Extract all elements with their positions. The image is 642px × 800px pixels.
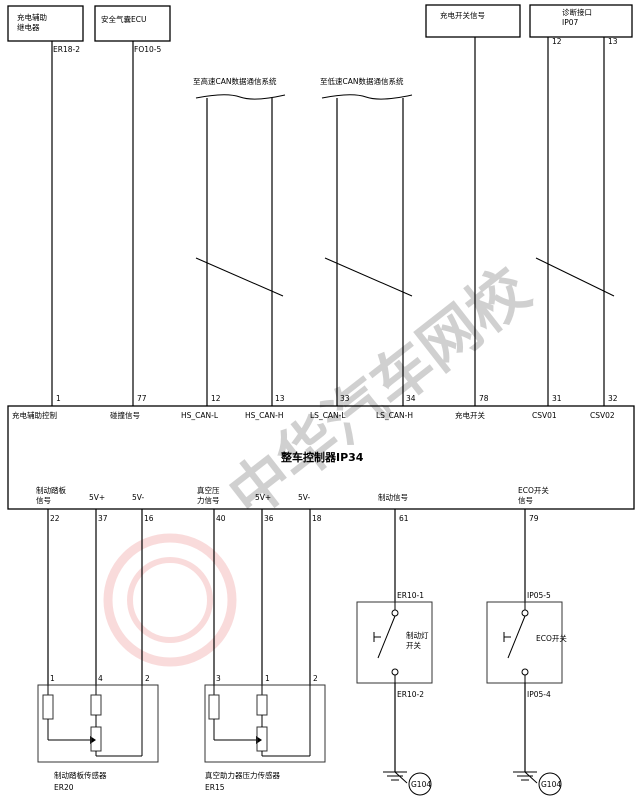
label-vacuum-signal: 真空压力信号 <box>197 485 220 505</box>
switch2-name: ECO开关 <box>536 633 567 643</box>
pin-12: 12 <box>211 394 221 403</box>
pin-18: 18 <box>312 514 322 523</box>
pin-37: 37 <box>98 514 108 523</box>
sensor2-pin-3: 3 <box>216 674 221 683</box>
switch2-pin-bottom: IP05-4 <box>527 690 551 699</box>
hs-can-wave <box>195 94 286 100</box>
pin-40: 40 <box>216 514 226 523</box>
pin-33: 33 <box>340 394 350 403</box>
brake-light-switch: ER10-1 ER10-2 制动灯开关 G104 <box>356 591 433 796</box>
label-hs-can-l: HS_CAN-L <box>181 411 219 420</box>
ecu-bottom-labels: 制动踏板信号 5V+ 5V- 真空压力信号 5V+ 5V- 制动信号 ECO开关… <box>36 485 549 505</box>
hs-can-label: 至高速CAN数据通信系统 <box>193 76 277 86</box>
ecu-box <box>7 405 635 510</box>
pin-1: 1 <box>56 394 61 403</box>
switch1-pin-top: ER10-1 <box>397 591 424 600</box>
module-charge-relay: 充电辅助继电器 <box>7 5 84 42</box>
label-collision-signal: 碰撞信号 <box>110 410 140 420</box>
ls-can-wave <box>321 94 413 100</box>
connector-er18-2: ER18-2 <box>53 45 80 54</box>
label-hs-can-h: HS_CAN-H <box>245 411 283 420</box>
vacuum-pressure-sensor: 3 1 2 真空助力器压力传感器 ER15 <box>204 674 326 792</box>
switch2-pin-top: IP05-5 <box>527 591 551 600</box>
sensor2-name: 真空助力器压力传感器 <box>205 770 280 780</box>
sensor1-connector: ER20 <box>54 783 74 792</box>
label-csv02: CSV02 <box>590 411 615 420</box>
pin-34: 34 <box>406 394 416 403</box>
pin-61: 61 <box>399 514 409 523</box>
connector-fo10-5: FO10-5 <box>134 45 161 54</box>
label-brake-signal: 制动信号 <box>378 492 408 502</box>
ecu-top-labels: 充电辅助控制 碰撞信号 HS_CAN-L HS_CAN-H LS_CAN-L L… <box>12 410 615 420</box>
top-wires <box>51 37 615 406</box>
switch2-ground: G104 <box>541 780 561 789</box>
sensor1-name: 制动踏板传感器 <box>54 770 107 780</box>
pin-22: 22 <box>50 514 60 523</box>
ls-can-label: 至低速CAN数据通信系统 <box>320 76 404 86</box>
pin-32: 32 <box>608 394 618 403</box>
pin-13: 13 <box>275 394 285 403</box>
pin-16: 16 <box>144 514 154 523</box>
label-5v-minus-2: 5V- <box>298 493 310 502</box>
sensor1-pin-4: 4 <box>98 674 103 683</box>
label-eco-signal: ECO开关信号 <box>518 485 549 505</box>
switch1-name: 制动灯开关 <box>406 630 429 650</box>
pin-78: 78 <box>479 394 489 403</box>
label-csv01: CSV01 <box>532 411 557 420</box>
brake-pedal-sensor: 1 4 2 制动踏板传感器 ER20 <box>37 674 159 792</box>
label-charge-switch: 充电开关 <box>455 410 485 420</box>
pin-31: 31 <box>552 394 562 403</box>
sensor2-pin-2: 2 <box>313 674 318 683</box>
sensor2-pin-1: 1 <box>265 674 270 683</box>
label-brake-pedal-signal: 制动踏板信号 <box>36 485 66 505</box>
pin-77: 77 <box>137 394 147 403</box>
label-charge-aux-control: 充电辅助控制 <box>12 410 57 420</box>
label-ls-can-h: LS_CAN-H <box>376 411 413 420</box>
label-5v-plus-2: 5V+ <box>255 493 271 502</box>
label-5v-plus-1: 5V+ <box>89 493 105 502</box>
bottom-wires <box>47 509 526 685</box>
module-airbag-ecu-name: 安全气囊ECU <box>101 14 146 24</box>
switch1-ground: G104 <box>411 780 431 789</box>
watermark-text: 中华汽车网校 <box>216 255 543 532</box>
eco-switch: IP05-5 IP05-4 ECO开关 G104 <box>486 591 567 796</box>
diag-pin-13: 13 <box>608 37 618 46</box>
module-charge-relay-name: 充电辅助继电器 <box>17 12 47 32</box>
diag-pin-12: 12 <box>552 37 562 46</box>
label-ls-can-l: LS_CAN-L <box>310 411 346 420</box>
pin-79: 79 <box>529 514 539 523</box>
module-charge-switch-signal: 充电开关信号 <box>425 4 521 38</box>
ecu-name: 整车控制器IP34 <box>280 450 364 464</box>
pin-36: 36 <box>264 514 274 523</box>
switch1-pin-bottom: ER10-2 <box>397 690 424 699</box>
sensor1-pin-2: 2 <box>145 674 150 683</box>
sensor2-connector: ER15 <box>205 783 225 792</box>
module-charge-switch-name: 充电开关信号 <box>440 10 485 20</box>
module-airbag-ecu: 安全气囊ECU <box>94 5 171 42</box>
label-5v-minus-1: 5V- <box>132 493 144 502</box>
ecu-top-pins: 1 77 12 13 33 34 78 31 32 <box>56 394 618 403</box>
ecu-bottom-pins: 22 37 16 40 36 18 61 79 <box>50 514 539 523</box>
sensor1-pin-1: 1 <box>50 674 55 683</box>
